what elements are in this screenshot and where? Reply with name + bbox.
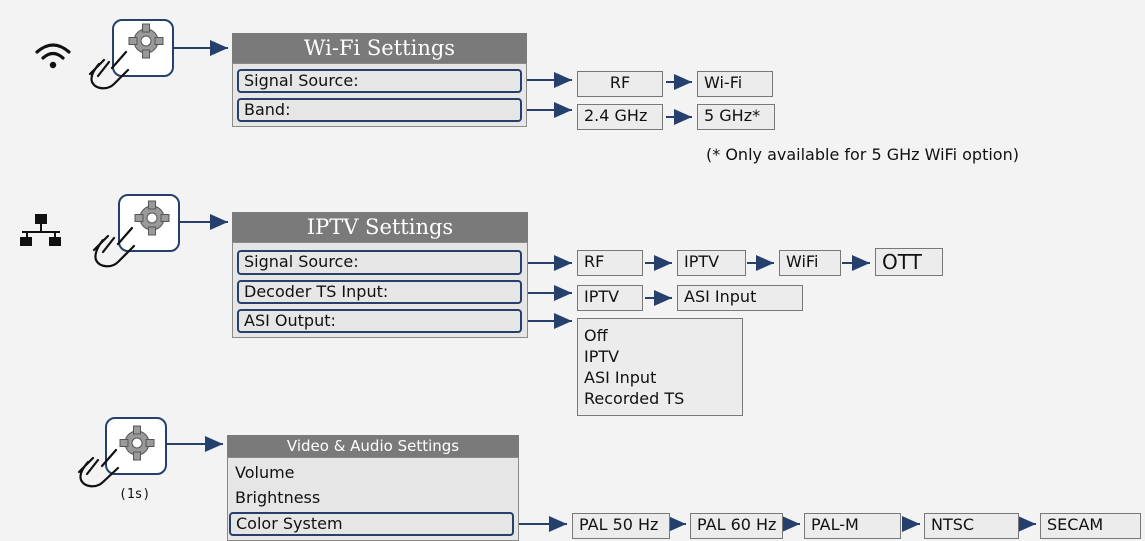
asi-output-option-recorded-ts[interactable]: Recorded TS [584, 389, 685, 408]
iptv-signal-source-row[interactable]: Signal Source: [237, 250, 522, 275]
video-audio-settings-button[interactable] [105, 417, 167, 475]
iptv-settings-button[interactable] [118, 194, 180, 252]
menu-item-brightness[interactable]: Brightness [235, 488, 321, 507]
iptv-source-option-ott[interactable]: OTT [875, 248, 943, 276]
menu-item-volume[interactable]: Volume [235, 463, 295, 482]
iptv-source-option-wifi[interactable]: WiFi [779, 250, 841, 276]
iptv-decoder-option-iptv[interactable]: IPTV [577, 285, 643, 311]
wifi-settings-button[interactable] [112, 19, 174, 77]
color-option-secam[interactable]: SECAM [1040, 513, 1141, 539]
color-option-pal-60hz[interactable]: PAL 60 Hz [690, 513, 783, 539]
wifi-signal-source-row[interactable]: Signal Source: [237, 69, 522, 93]
wifi-band-row[interactable]: Band: [237, 98, 522, 122]
hand-pointer-icon [88, 50, 130, 90]
gear-icon [119, 425, 155, 461]
wifi-band-option-2-4ghz[interactable]: 2.4 GHz [577, 104, 663, 130]
wifi-source-option-rf[interactable]: RF [577, 71, 663, 97]
network-icon [20, 214, 61, 246]
iptv-source-option-rf[interactable]: RF [577, 250, 643, 276]
iptv-decoder-option-asi-input[interactable]: ASI Input [677, 285, 803, 311]
hand-pointer-icon [77, 448, 120, 488]
hold-duration-label: (1s) [119, 487, 151, 502]
gear-icon [128, 23, 164, 59]
color-option-ntsc[interactable]: NTSC [924, 513, 1019, 539]
asi-output-option-off[interactable]: Off [584, 326, 608, 345]
color-option-pal-50hz[interactable]: PAL 50 Hz [572, 513, 670, 539]
wifi-source-option-wifi[interactable]: Wi-Fi [697, 71, 773, 97]
wifi-icon [35, 43, 71, 69]
asi-output-option-iptv[interactable]: IPTV [584, 347, 620, 366]
wifi-settings-title: Wi-Fi Settings [232, 33, 527, 63]
iptv-asi-output-row[interactable]: ASI Output: [237, 309, 522, 333]
iptv-settings-title: IPTV Settings [232, 212, 528, 242]
asi-output-option-asi-input[interactable]: ASI Input [584, 368, 657, 387]
wifi-band-option-5ghz[interactable]: 5 GHz* [697, 104, 775, 130]
iptv-decoder-ts-input-row[interactable]: Decoder TS Input: [237, 280, 522, 304]
color-option-pal-m[interactable]: PAL-M [804, 513, 901, 539]
video-audio-settings-title: Video & Audio Settings [227, 435, 519, 457]
wifi-band-footnote: (* Only available for 5 GHz WiFi option) [706, 145, 1019, 164]
menu-item-color-system[interactable]: Color System [229, 512, 514, 536]
iptv-source-option-iptv[interactable]: IPTV [677, 250, 746, 276]
iptv-asi-output-options: Off IPTV ASI Input Recorded TS [577, 318, 743, 416]
hand-pointer-icon [92, 226, 136, 268]
gear-icon [134, 200, 170, 236]
